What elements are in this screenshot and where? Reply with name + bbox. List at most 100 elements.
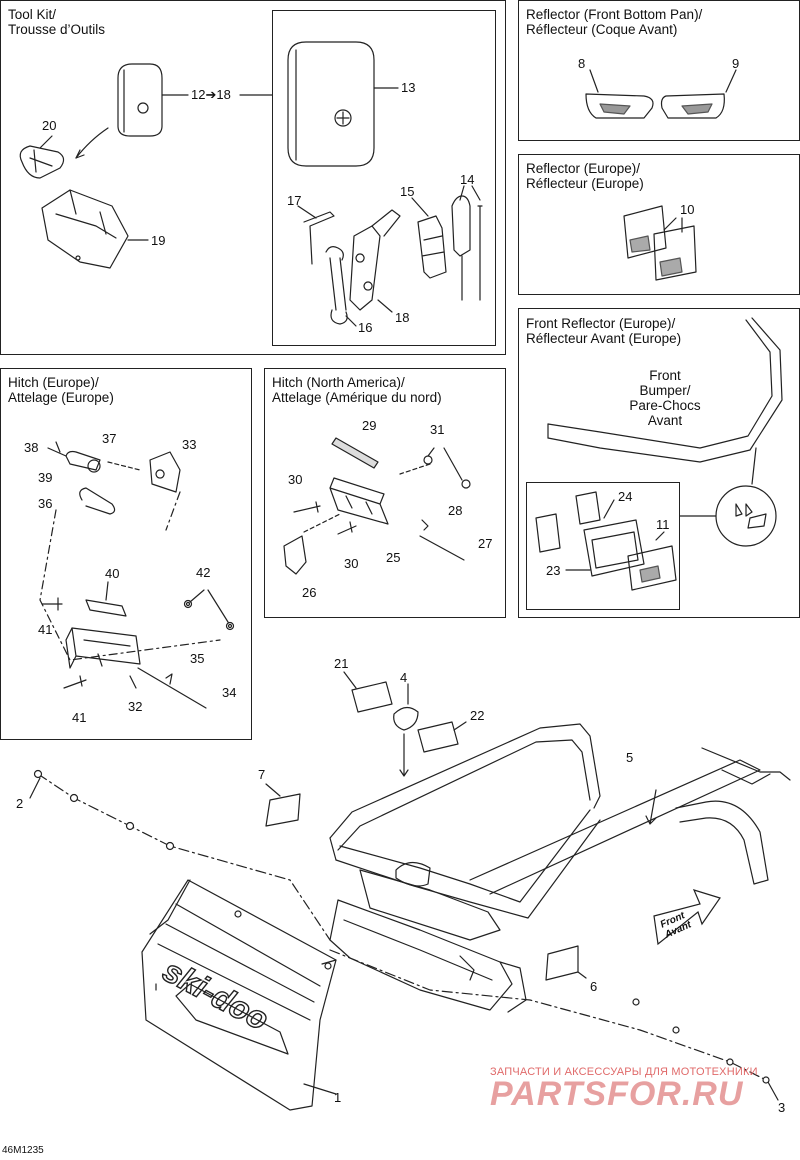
- callout-6: 6: [590, 979, 598, 994]
- callout-16: 16: [358, 320, 373, 335]
- callout-5: 5: [626, 750, 634, 765]
- callout-4: 4: [400, 670, 408, 685]
- callout-37: 37: [102, 431, 117, 446]
- bolt-38: [47, 441, 67, 457]
- bracket-33: [149, 451, 181, 493]
- callout-20: 20: [42, 118, 57, 133]
- bolt-30a: [293, 501, 321, 513]
- pad-29: [331, 437, 379, 469]
- wrench-16: [325, 246, 348, 325]
- callout-42: 42: [196, 565, 211, 580]
- multi-tool-18: [349, 225, 381, 311]
- bolt-41a: [41, 597, 63, 611]
- holder-19: [41, 189, 129, 269]
- callout-7: 7: [258, 767, 266, 782]
- callout-36: 36: [38, 496, 53, 511]
- watermark-tagline: ЗАПЧАСТИ И АКСЕССУАРЫ ДЛЯ МОТОТЕХНИКИ: [490, 1066, 758, 1078]
- hex-key-17: [303, 211, 335, 265]
- callout-22: 22: [470, 708, 485, 723]
- callout-32: 32: [128, 699, 143, 714]
- callout-17: 17: [287, 193, 302, 208]
- hitch-europe-title: Hitch (Europe)/ Attelage (Europe): [8, 375, 114, 405]
- callout-25: 25: [386, 550, 401, 565]
- callout-35: 35: [190, 651, 205, 666]
- pin-37: [65, 450, 101, 471]
- reflector-housing: [535, 491, 677, 591]
- socket-15: [417, 215, 447, 279]
- callout-14: 14: [460, 172, 475, 187]
- watermark-logo: PARTSFOR.RU: [490, 1075, 744, 1113]
- decal-21: [351, 681, 393, 713]
- callout-34: 34: [222, 685, 237, 700]
- front-reflector-inner-box: [526, 482, 680, 610]
- decal-7: [265, 793, 301, 827]
- callout-40: 40: [105, 566, 120, 581]
- front-bumper-outline: [547, 317, 783, 463]
- callout-24: 24: [618, 489, 633, 504]
- pin-14: [477, 205, 483, 301]
- callout-10: 10: [680, 202, 695, 217]
- bolt-30b: [337, 521, 357, 535]
- callout-11: 11: [656, 517, 670, 532]
- callout-33: 33: [182, 437, 197, 452]
- anchor-35: [165, 673, 173, 685]
- tool-kit-title: Tool Kit/ Trousse d’Outils: [8, 7, 106, 37]
- reflector-8: [585, 93, 654, 119]
- tool-kit-inner-box: [272, 10, 496, 346]
- hitch-north-america-panel: [264, 368, 506, 618]
- hitch-europe-panel: [0, 368, 252, 740]
- callout-39: 39: [38, 470, 53, 485]
- hitch-north-america-title: Hitch (North America)/ Attelage (Amériqu…: [272, 375, 442, 405]
- reflector-front-bottom-panel: [518, 0, 800, 141]
- bracket-26: [283, 535, 307, 575]
- callout-26: 26: [302, 585, 317, 600]
- diagram-code: 46M1235: [2, 1145, 44, 1156]
- hitch-32: [65, 627, 141, 669]
- callout-8: 8: [578, 56, 586, 71]
- callout-15: 15: [400, 184, 415, 199]
- hitch-25: [329, 477, 389, 525]
- callout-19: 19: [151, 233, 166, 248]
- decal-22: [417, 721, 459, 753]
- tool-pouch-small: [117, 63, 163, 137]
- callout-23: 23: [546, 563, 561, 578]
- callout-9: 9: [732, 56, 740, 71]
- callout-21: 21: [334, 656, 349, 671]
- main-bumper-assembly: [329, 723, 601, 1013]
- callout-29: 29: [362, 418, 377, 433]
- screwdriver-14: [451, 195, 471, 301]
- callout-30b: 30: [344, 556, 359, 571]
- pin-27: [419, 535, 465, 561]
- callout-41b: 41: [72, 710, 87, 725]
- watermark: ЗАПЧАСТИ И АКСЕССУАРЫ ДЛЯ МОТОТЕХНИКИ PA…: [490, 1066, 758, 1114]
- tool-pouch-large: [287, 41, 375, 167]
- anchor-28: [421, 519, 429, 531]
- mud-flap-1: [141, 879, 337, 1111]
- reflector-europe-title: Reflector (Europe)/ Réflecteur (Europe): [526, 161, 644, 191]
- clip-20: [19, 145, 65, 179]
- callout-38: 38: [24, 440, 39, 455]
- callout-3: 3: [778, 1100, 786, 1115]
- cotter-pin-36: [79, 487, 116, 515]
- pad-40: [85, 599, 127, 617]
- callout-1: 1: [334, 1090, 342, 1105]
- callout-2: 2: [16, 796, 24, 811]
- front-avant-arrow: [653, 889, 721, 946]
- reflector-10b: [653, 225, 697, 281]
- callout-30a: 30: [288, 472, 303, 487]
- front-bumper-label: Front Bumper/ Pare-Chocs Avant: [629, 368, 701, 428]
- decal-6: [545, 945, 579, 981]
- callout-12-18: 12➔18: [191, 87, 231, 102]
- front-reflector-europe-title: Front Reflector (Europe)/ Réflecteur Ava…: [526, 316, 682, 346]
- pin-34: [137, 667, 207, 709]
- reflector-front-bottom-title: Reflector (Front Bottom Pan)/ Réflecteur…: [526, 7, 703, 37]
- callout-31: 31: [430, 422, 445, 437]
- callout-28: 28: [448, 503, 463, 518]
- callout-27: 27: [478, 536, 493, 551]
- svg-text:ski-doo: ski-doo: [157, 952, 274, 1037]
- callout-18: 18: [395, 310, 410, 325]
- callout-13: 13: [401, 80, 416, 95]
- bolt-41b: [63, 675, 87, 689]
- callout-41a: 41: [38, 622, 53, 637]
